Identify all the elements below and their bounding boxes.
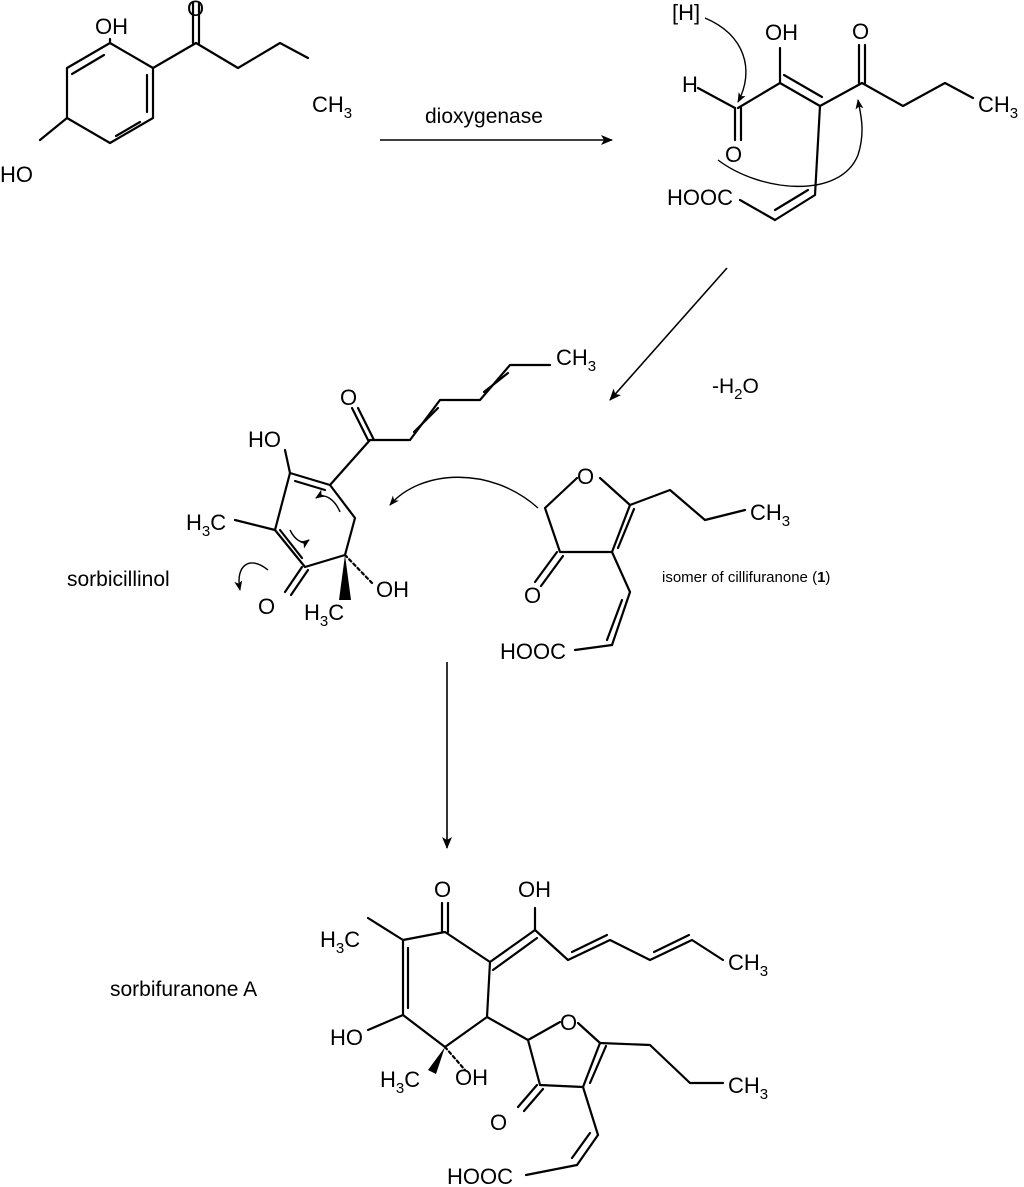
methyl-subscript: 3 <box>396 1080 404 1097</box>
oh-label: OH <box>455 1065 488 1090</box>
ring-ketone-oxygen: O <box>258 594 275 619</box>
methyl-subscript: 3 <box>344 105 352 122</box>
methyl-ch: CH <box>728 950 760 975</box>
methyl-label: CH3 <box>556 345 596 375</box>
hydride-curved-arrow <box>704 17 747 103</box>
methyl-subscript: 3 <box>782 513 790 530</box>
oh-label: OH <box>376 577 409 602</box>
carbonyl-oxygen: O <box>187 0 204 21</box>
furanone-ring-oxygen: O <box>560 1010 577 1035</box>
enolate-curved-arrow <box>234 562 269 591</box>
ho-label: HO <box>248 427 281 452</box>
methyl-c: C <box>404 1067 420 1092</box>
starting-material-structure <box>38 1 310 145</box>
dehydration-minus-h: -H <box>712 375 734 398</box>
cillifuranone-structure <box>533 476 747 652</box>
ho-label: HO <box>0 162 33 187</box>
dioxygenase-label: dioxygenase <box>425 105 543 128</box>
methyl-subscript: 3 <box>320 613 328 630</box>
methyl-wedge-bond <box>428 1047 445 1074</box>
hydride-label: [H] <box>672 0 700 25</box>
oh-label: OH <box>765 20 798 45</box>
ketone-oxygen: O <box>340 385 357 410</box>
enol-oh-label: OH <box>518 877 551 902</box>
methyl-c: C <box>328 600 344 625</box>
cillifuranone-label-number: 1 <box>817 569 825 586</box>
ring-ketone-oxygen: O <box>434 877 451 902</box>
dehydration-label: -H2O <box>712 375 759 403</box>
methyl-label: CH3 <box>728 1073 768 1103</box>
ho-label: HO <box>330 1025 363 1050</box>
cillifuranone-label-prefix: isomer of cillifuranone ( <box>662 569 817 586</box>
methyl-h3c-label: H3C <box>304 600 344 630</box>
hooc-label: HOOC <box>447 1164 513 1187</box>
methyl-subscript: 3 <box>336 940 344 957</box>
furanone-ketone-oxygen: O <box>490 1110 507 1135</box>
methyl-label: CH3 <box>728 950 768 980</box>
sorbicillinol-label: sorbicillinol <box>67 568 170 591</box>
methyl-h: H <box>380 1067 396 1092</box>
intermediate-structure <box>696 43 975 222</box>
methyl-h3c-label: H3C <box>186 510 226 540</box>
methyl-h3c-label: H3C <box>380 1067 420 1097</box>
cyclization-curved-arrow <box>717 99 864 188</box>
cillifuranone-label-suffix: ) <box>825 569 830 586</box>
cillifuranone-label: isomer of cillifuranone (1) <box>662 569 830 586</box>
methyl-h: H <box>186 510 202 535</box>
michael-addition-arrow <box>389 476 539 509</box>
ketone-oxygen: O <box>852 19 869 44</box>
hooc-label: HOOC <box>500 639 566 664</box>
aldehyde-h: H <box>682 72 698 97</box>
methyl-ch: CH <box>312 92 344 117</box>
methyl-ch: CH <box>978 92 1010 117</box>
sorbicillinol-structure <box>233 363 552 597</box>
methyl-c: C <box>344 927 360 952</box>
dehydration-oxygen: O <box>743 375 759 398</box>
methyl-subscript: 3 <box>760 1086 768 1103</box>
aldehyde-oxygen: O <box>725 142 742 167</box>
sorbifuranone-a-structure <box>366 901 725 1177</box>
hooc-label: HOOC <box>667 185 733 210</box>
methyl-ch: CH <box>750 500 782 525</box>
methyl-wedge-bond <box>339 555 351 600</box>
methyl-label: CH3 <box>978 92 1018 122</box>
ring-curved-arrow <box>289 529 310 549</box>
methyl-h3c-label: H3C <box>320 927 360 957</box>
sorbifuranone-a-label: sorbifuranone A <box>110 978 257 1001</box>
methyl-h: H <box>320 927 336 952</box>
methyl-h: H <box>304 600 320 625</box>
oh-label: OH <box>95 14 128 39</box>
methyl-subscript: 3 <box>588 358 596 375</box>
dehydration-subscript: 2 <box>734 386 742 403</box>
methyl-subscript: 3 <box>1010 105 1018 122</box>
methyl-label: CH3 <box>750 500 790 530</box>
furanone-ketone-oxygen: O <box>524 583 541 608</box>
methyl-subscript: 3 <box>202 523 210 540</box>
ring-curved-arrow <box>315 489 341 513</box>
methyl-label: CH3 <box>312 92 352 122</box>
reaction-arrow-2 <box>609 267 728 401</box>
methyl-ch: CH <box>728 1073 760 1098</box>
methyl-c: C <box>210 510 226 535</box>
methyl-subscript: 3 <box>760 963 768 980</box>
furanone-ring-oxygen: O <box>577 464 594 489</box>
methyl-ch: CH <box>556 345 588 370</box>
